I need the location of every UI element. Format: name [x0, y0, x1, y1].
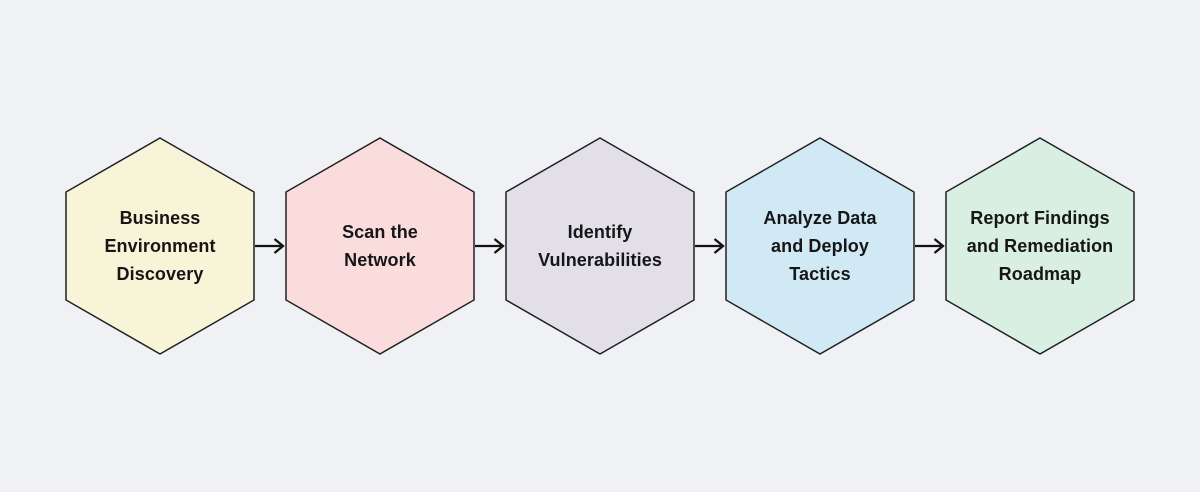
flow-step-analyze-data-and-deploy-tactics: Analyze Data and Deploy Tactics: [725, 137, 915, 355]
hexagon-polygon: [65, 137, 255, 355]
flow-arrow-1: [255, 234, 285, 258]
process-flow: Business Environment Discovery Scan the …: [65, 137, 1135, 355]
hexagon-shape: [945, 137, 1135, 355]
flow-step-label: Analyze Data and Deploy Tactics: [763, 208, 877, 284]
flow-step-identify-vulnerabilities: Identify Vulnerabilities: [505, 137, 695, 355]
hexagon-shape: [65, 137, 255, 355]
flow-step-scan-the-network: Scan the Network: [285, 137, 475, 355]
flow-step-business-environment-discovery: Business Environment Discovery: [65, 137, 255, 355]
flow-step-label: Report Findings and Remediation Roadmap: [966, 208, 1114, 284]
flow-arrow-4: [915, 234, 945, 258]
arrow-right-icon: [255, 238, 285, 254]
flow-step-label: Business Environment Discovery: [104, 208, 216, 284]
hexagon-polygon: [285, 137, 475, 355]
hexagon-shape: [285, 137, 475, 355]
hexagon-polygon: [505, 137, 695, 355]
flow-step-label: Identify Vulnerabilities: [538, 222, 662, 270]
flow-step-report-findings-and-remediation-roadmap: Report Findings and Remediation Roadmap: [945, 137, 1135, 355]
hexagon-polygon: [945, 137, 1135, 355]
flow-step-label: Scan the Network: [342, 222, 418, 270]
hexagon-shape: [725, 137, 915, 355]
flow-arrow-3: [695, 234, 725, 258]
flow-arrow-2: [475, 234, 505, 258]
hexagon-polygon: [725, 137, 915, 355]
arrow-right-icon: [695, 238, 725, 254]
arrow-right-icon: [915, 238, 945, 254]
arrow-right-icon: [475, 238, 505, 254]
hexagon-shape: [505, 137, 695, 355]
